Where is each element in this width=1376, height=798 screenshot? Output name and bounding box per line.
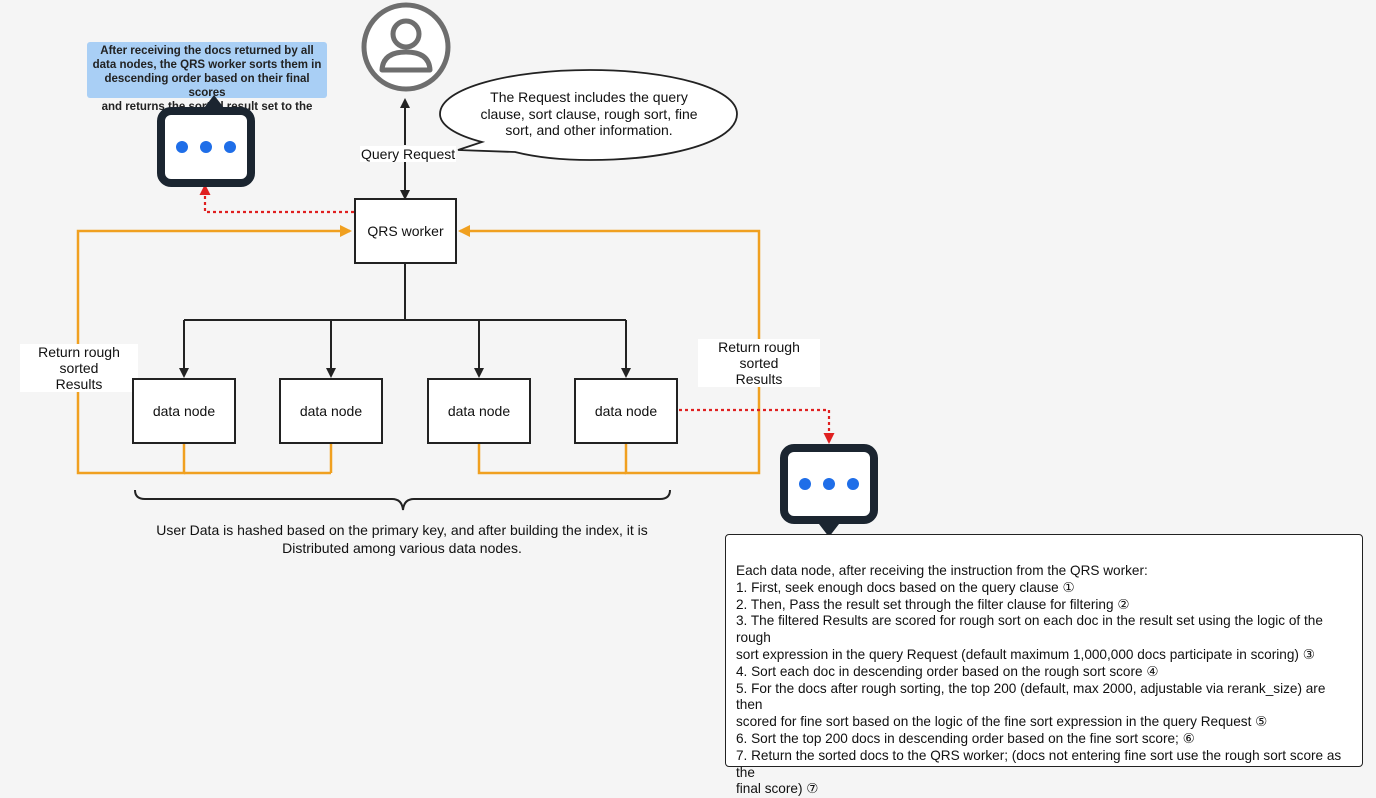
steps-line: 1. First, seek enough docs based on the … — [736, 579, 1075, 595]
data-node-2: data node — [279, 378, 383, 444]
data-node-1: data node — [132, 378, 236, 444]
steps-line: 5. For the docs after rough sorting, the… — [736, 680, 1326, 713]
qrs-worker-node: QRS worker — [354, 198, 457, 264]
connector-lines — [76, 69, 835, 511]
return-label-right: Return rough sorted Results — [698, 339, 820, 387]
steps-panel: Each data node, after receiving the inst… — [725, 534, 1363, 796]
steps-line: final score) ⑦ — [736, 781, 819, 797]
callout-line: clause, sort clause, rough sort, fine — [480, 105, 698, 122]
callout-line: The Request includes the query — [490, 89, 688, 105]
top-note-line: After receiving the docs returned by all — [100, 45, 314, 57]
red-dotted-arrow-bottom — [679, 408, 835, 444]
data-node-4: data node — [574, 378, 678, 444]
steps-line: 4. Sort each doc in descending order bas… — [736, 663, 1159, 679]
steps-line: scored for fine sort based on the logic … — [736, 714, 1268, 730]
distribution-caption: User Data is hashed based on the primary… — [156, 522, 648, 556]
chat-dots-icon — [780, 444, 878, 537]
steps-line: 7. Return the sorted docs to the QRS wor… — [736, 747, 1342, 780]
steps-line: sort expression in the query Request (de… — [736, 646, 1315, 662]
data-node-3: data node — [427, 378, 531, 444]
steps-line: 6. Sort the top 200 docs in descending o… — [736, 730, 1195, 746]
query-request-label: Query Request — [360, 146, 457, 162]
chat-dots-icon — [157, 95, 255, 187]
callout-text: The Request includes the query clause, s… — [474, 89, 704, 139]
callout-line: sort, and other information. — [505, 122, 673, 138]
callout-bubble — [439, 69, 738, 161]
steps-line: Each data node, after receiving the inst… — [736, 563, 1148, 578]
return-loop-left — [76, 225, 352, 475]
user-icon — [361, 2, 451, 92]
return-label-left: Return rough sorted Results — [20, 344, 138, 392]
steps-line: 3. The filtered Results are scored for r… — [736, 613, 1323, 646]
steps-line: 2. Then, Pass the result set through the… — [736, 596, 1130, 612]
top-note: After receiving the docs returned by all… — [87, 42, 327, 127]
red-dotted-arrow-top — [199, 184, 354, 214]
return-loop-right — [458, 225, 761, 475]
curly-brace — [134, 489, 671, 511]
top-note-line: data nodes, the QRS worker sorts them in — [92, 59, 322, 71]
